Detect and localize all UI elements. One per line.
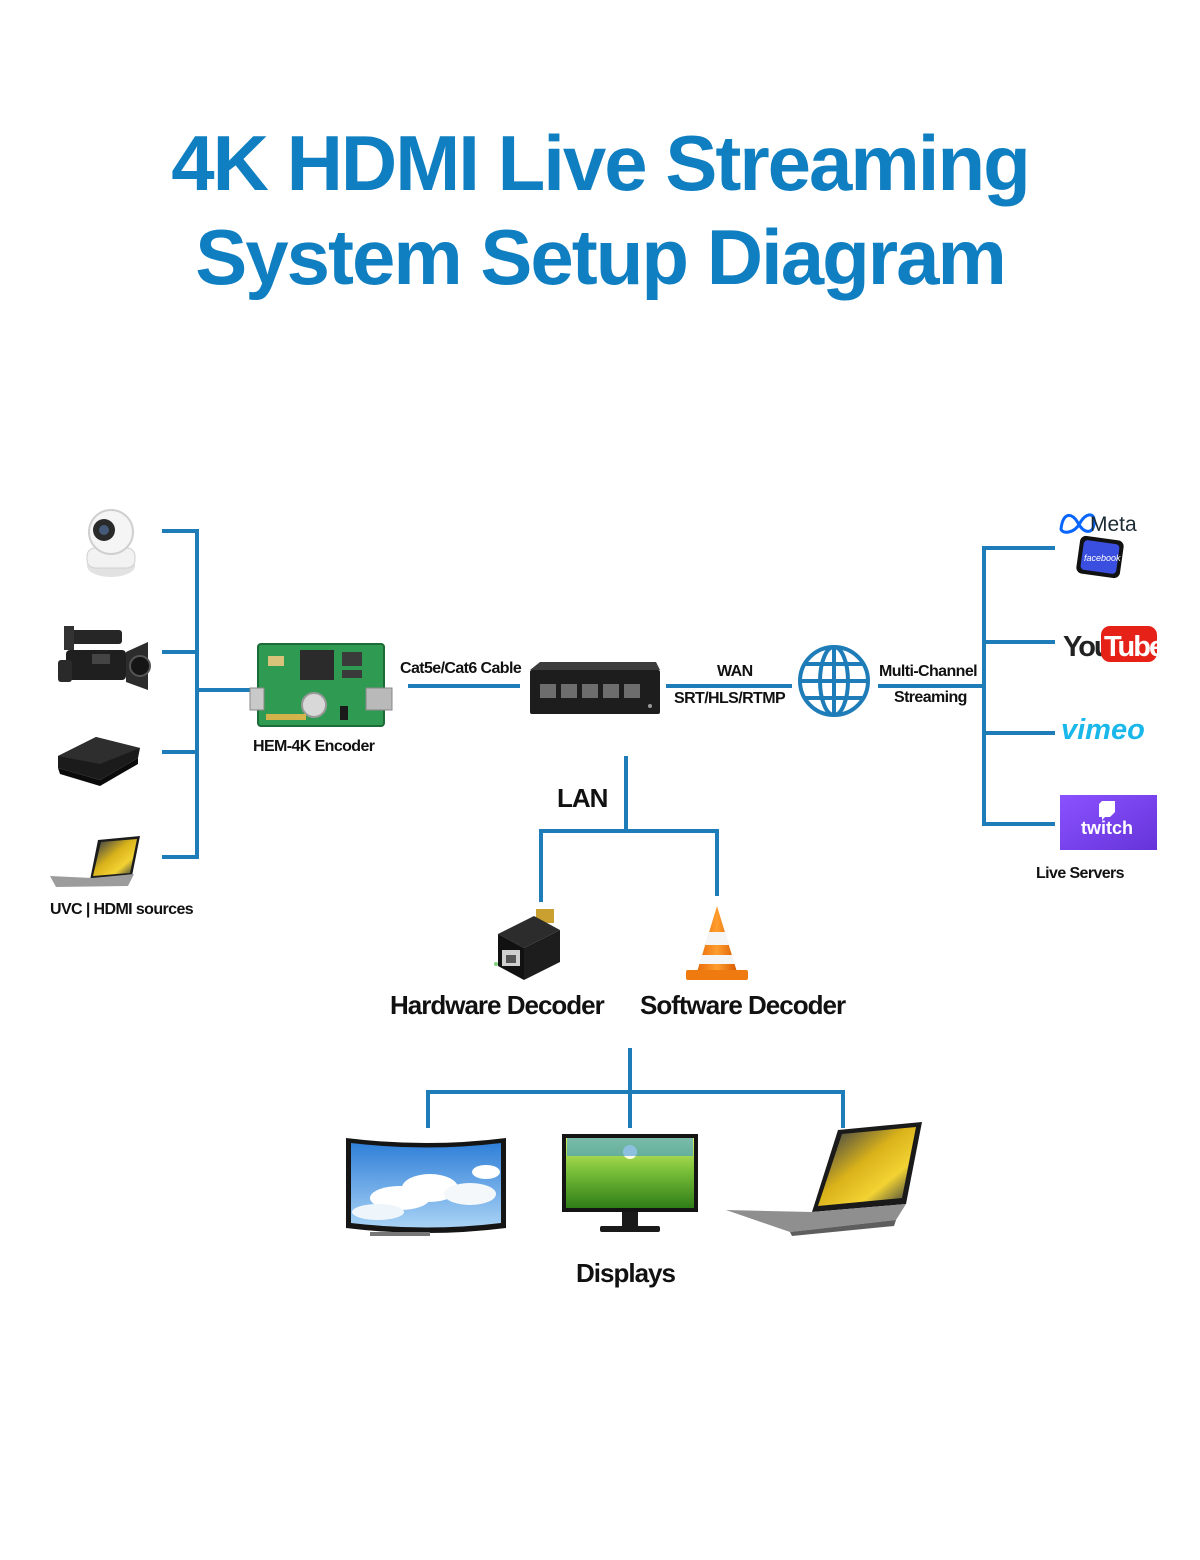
cable-label: Cat5e/Cat6 Cable (400, 660, 522, 677)
encoder-label: HEM-4K Encoder (253, 738, 375, 755)
wan-label: WAN (717, 663, 753, 680)
meta-logo-icon: Meta (1059, 513, 1137, 536)
camcorder-icon (58, 626, 151, 690)
vimeo-text: vimeo (1061, 714, 1145, 746)
vlc-cone-icon (686, 906, 748, 980)
twitch-logo-icon: twitch (1060, 795, 1157, 850)
twitch-text: twitch (1081, 818, 1133, 838)
youtube-logo-icon: You Tube (1063, 626, 1167, 663)
software-decoder-label: Software Decoder (640, 990, 846, 1020)
network-switch-icon (530, 662, 660, 714)
laptop-display-icon (726, 1122, 922, 1236)
vimeo-logo-icon: vimeo (1061, 714, 1145, 746)
curved-tv-icon (346, 1138, 506, 1236)
youtube-tube-text: Tube (1104, 631, 1165, 663)
multi-channel-label: Multi-Channel (879, 663, 978, 680)
globe-icon (798, 645, 870, 717)
page-title-line-1: 4K HDMI Live Streaming (171, 119, 1031, 207)
live-servers-label: Live Servers (1036, 865, 1125, 882)
encoder-board-icon (249, 643, 393, 727)
laptop-icon (50, 836, 140, 887)
facebook-logo-icon: facebook (1076, 535, 1124, 579)
hardware-decoder-label: Hardware Decoder (390, 990, 605, 1020)
sources-label: UVC | HDMI sources (50, 901, 194, 918)
meta-text: Meta (1090, 513, 1137, 536)
displays-label: Displays (576, 1258, 676, 1288)
monitor-icon (562, 1134, 698, 1232)
streaming-label: Streaming (894, 689, 967, 706)
connector-lines (162, 529, 1055, 1128)
protocols-label: SRT/HLS/RTMP (674, 690, 786, 707)
ptz-camera-icon (86, 509, 136, 577)
page-title-line-2: System Setup Diagram (195, 213, 1007, 301)
facebook-text: facebook (1084, 553, 1121, 563)
streaming-box-icon (58, 737, 140, 786)
hardware-decoder-icon (494, 909, 560, 980)
lan-label: LAN (557, 783, 608, 813)
